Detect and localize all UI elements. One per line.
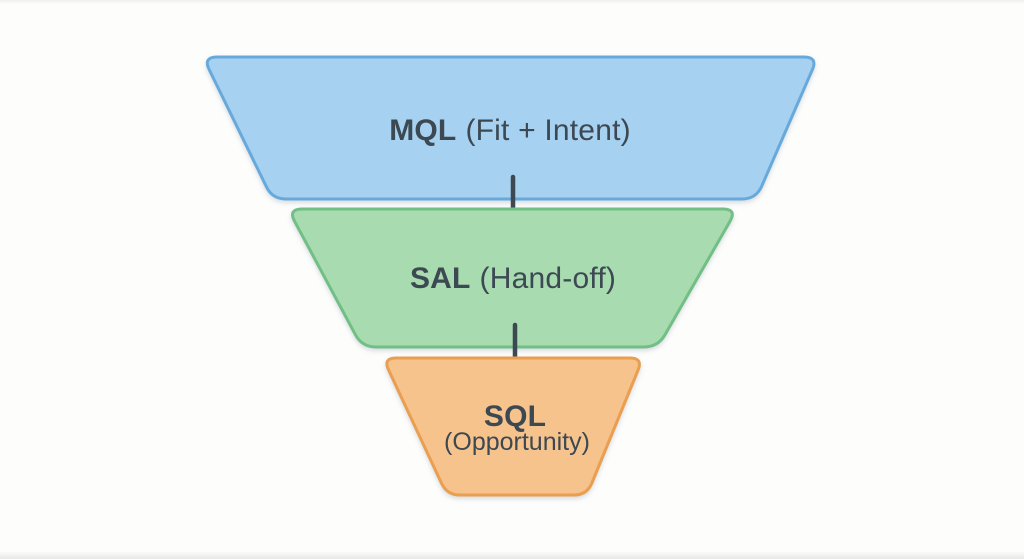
sql-trapezoid-shape: [385, 356, 641, 497]
mql-stage-label-sub: (Fit + Intent): [465, 114, 630, 147]
sql-stage-label-sub: (Opportunity): [444, 428, 590, 456]
mql-trapezoid-shape: [205, 55, 816, 201]
sal-trapezoid-shape: [291, 207, 734, 349]
sal-stage-label: SAL (Hand-off): [410, 262, 616, 295]
sql-stage-sublabel: (Opportunity): [444, 428, 590, 456]
funnel-stage-sql: SQL (Opportunity): [385, 356, 641, 497]
funnel-stage-sal: SAL (Hand-off): [291, 207, 734, 349]
mql-stage-label: MQL (Fit + Intent): [389, 114, 631, 147]
sal-stage-label-sub: (Hand-off): [480, 262, 617, 295]
sal-stage-label-bold: SAL: [410, 262, 471, 295]
sql-stage-label-bold: SQL: [484, 400, 546, 433]
funnel-stage-mql: MQL (Fit + Intent): [205, 55, 816, 201]
sql-stage-label: SQL: [484, 400, 546, 433]
mql-stage-label-bold: MQL: [389, 114, 456, 147]
